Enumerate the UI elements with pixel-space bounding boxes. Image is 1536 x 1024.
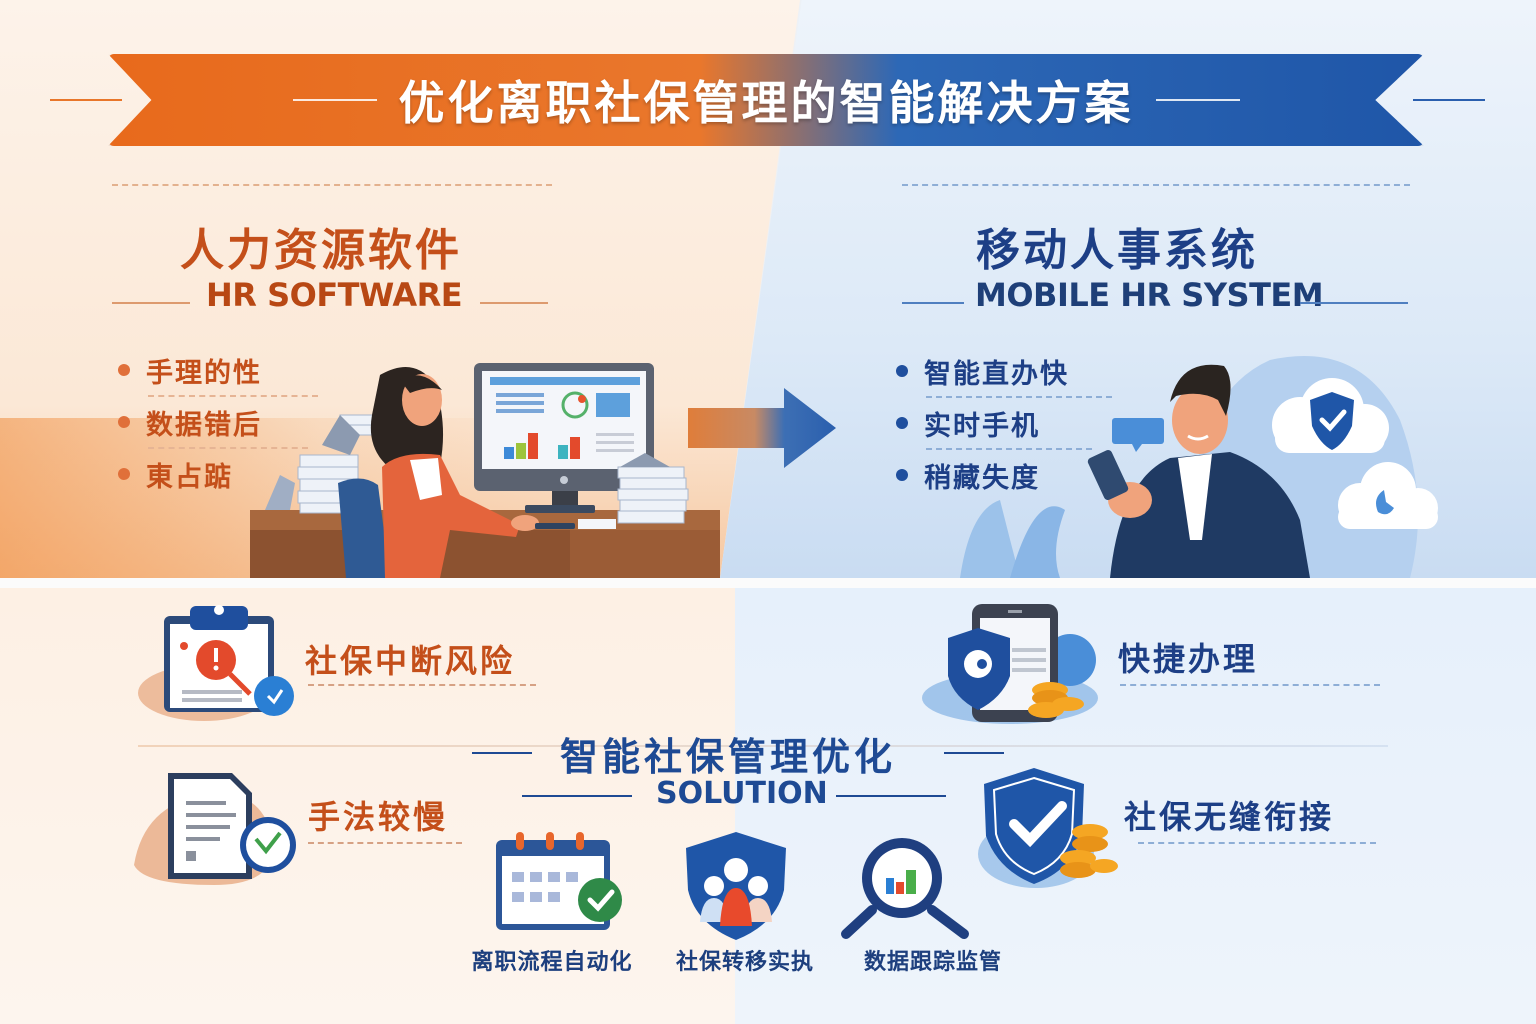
right-subtitle-rule-right (1300, 302, 1408, 304)
solution-subtitle-rule-left (522, 795, 632, 797)
tool-calendar-check (490, 828, 630, 938)
woman-at-desk-illustration (250, 355, 730, 578)
bullet-dot-icon (896, 417, 908, 429)
solution-rule-left (472, 752, 532, 754)
page-title: 优化离职社保管理的智能解决方案 (398, 76, 1134, 130)
bullet-dot-icon (118, 364, 130, 376)
document-clock-icon (134, 765, 304, 890)
solution-subtitle-rule-right (836, 795, 946, 797)
bullet-label: 東占踮 (146, 461, 233, 493)
transition-arrow-icon (686, 386, 836, 470)
left-bottom-background (0, 588, 735, 1024)
section-divider (0, 578, 1536, 588)
bullet-dot-icon (896, 469, 908, 481)
feature-label-left-2: 手法较慢 (308, 798, 449, 836)
bullet-separator (926, 396, 1112, 398)
shield-people-icon (686, 832, 786, 940)
solution-title: 智能社保管理优化 (560, 735, 897, 779)
left-subtitle-rule-left (112, 302, 190, 304)
left-heading-dashed-line (112, 184, 552, 186)
bullet-dot-icon (118, 416, 130, 428)
left-bullet-item: 手理的性 (118, 345, 318, 395)
bullet-label: 数据错后 (146, 409, 262, 441)
tool-magnifier-chart (836, 832, 976, 942)
bullet-separator (148, 447, 308, 449)
banner-right-line (1413, 99, 1485, 101)
feature-dash-right-1 (1120, 684, 1380, 686)
left-bullet-item: 数据错后 (118, 397, 318, 447)
bullet-label: 实时手机 (924, 410, 1040, 442)
right-bottom-background (735, 588, 1536, 1024)
banner-left-line (50, 99, 122, 101)
right-panel-subtitle: MOBILE HR SYSTEM (975, 276, 1324, 314)
bullet-label: 手理的性 (146, 357, 262, 389)
bullet-separator (926, 448, 1092, 450)
middle-horizontal-rule (138, 745, 1388, 747)
left-bullet-list: 手理的性 数据错后 東占踮 (118, 345, 318, 499)
magnifier-chart-icon (841, 838, 969, 939)
clipboard-warning-icon (134, 598, 304, 728)
tool-label-3: 数据跟踪监管 (863, 950, 1002, 975)
banner-dash-right (1155, 99, 1240, 101)
left-panel-title: 人力资源软件 (180, 225, 462, 276)
feature-dash-right-2 (1138, 842, 1376, 844)
bullet-dot-icon (118, 468, 130, 480)
solution-subtitle: SOLUTION (656, 776, 828, 811)
calendar-check-icon (496, 832, 622, 930)
feature-label-left-1: 社保中断风险 (305, 642, 516, 680)
left-subtitle-rule-right (480, 302, 548, 304)
right-bullet-list: 智能直办快 实时手机 稍藏失度 (896, 346, 1112, 500)
banner-dash-left (292, 99, 377, 101)
right-subtitle-rule-left (902, 302, 964, 304)
feature-label-right-1: 快捷办理 (1118, 640, 1259, 678)
man-with-phone-illustration (940, 340, 1500, 578)
phone-shield-coins-icon (920, 598, 1120, 728)
left-bullet-item: 東占踮 (118, 449, 318, 499)
solution-rule-right (944, 752, 1004, 754)
right-heading-dashed-line (902, 184, 1410, 186)
right-bullet-item: 智能直办快 (896, 346, 1096, 396)
feature-dash-left-2 (308, 842, 462, 844)
tool-label-1: 离职流程自动化 (471, 950, 633, 975)
right-bullet-item: 实时手机 (896, 398, 1096, 448)
bullet-dot-icon (896, 365, 908, 377)
right-bullet-item: 稍藏失度 (896, 450, 1096, 500)
bullet-label: 智能直办快 (924, 358, 1069, 390)
feature-label-right-2: 社保无缝衔接 (1124, 798, 1335, 836)
bullet-label: 稍藏失度 (924, 462, 1040, 494)
shield-check-coins-icon (976, 762, 1126, 892)
title-banner: 优化离职社保管理的智能解决方案 (108, 54, 1424, 146)
feature-dash-left-1 (308, 684, 536, 686)
bullet-separator (148, 395, 318, 397)
left-panel-subtitle: HR SOFTWARE (206, 276, 463, 314)
tool-shield-people (676, 830, 796, 940)
tool-label-2: 社保转移实执 (675, 950, 814, 975)
right-panel-title: 移动人事系统 (976, 225, 1258, 276)
